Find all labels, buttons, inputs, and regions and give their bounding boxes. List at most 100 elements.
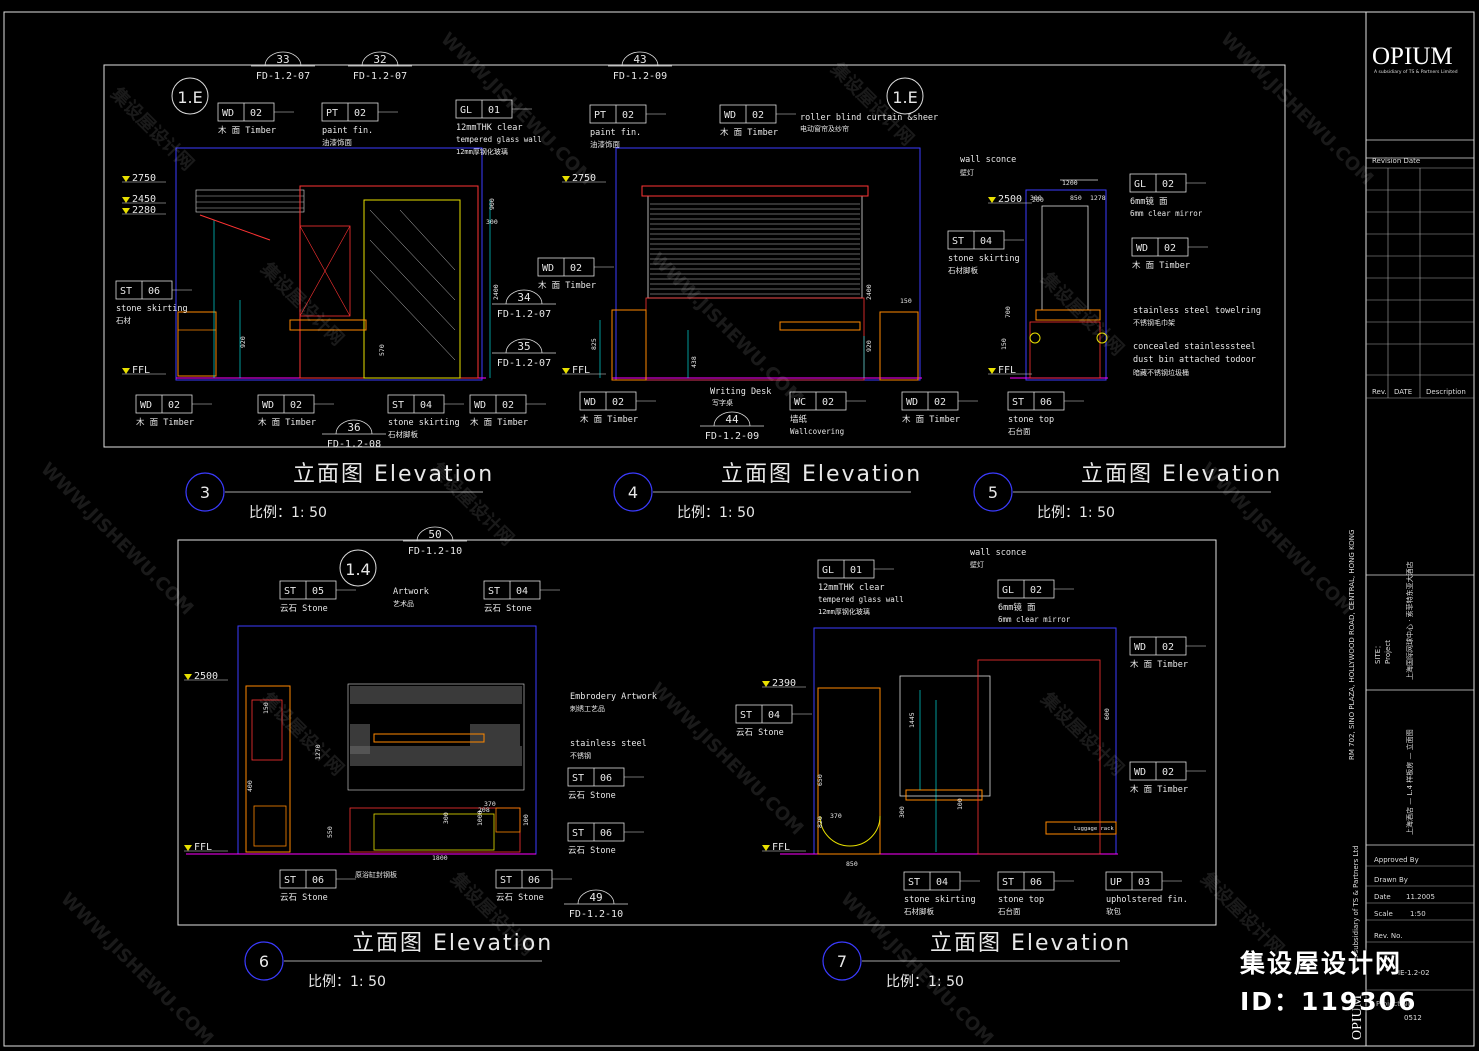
tag-label: 木 面 Timber xyxy=(580,414,638,425)
tag-label-2: 石材脚板 xyxy=(948,265,978,275)
tag-label: 云石 Stone xyxy=(736,728,784,738)
tag-code: WD xyxy=(584,397,596,408)
level-label: 2500 xyxy=(998,194,1022,205)
tag-label-2: 石台面 xyxy=(998,906,1021,916)
tag-label-2: 石材脚板 xyxy=(904,906,934,916)
note-stainless: stainless steel xyxy=(570,739,647,749)
tag-number: 02 xyxy=(502,400,514,411)
dimension-value: 208 xyxy=(478,806,490,814)
tag-code: ST xyxy=(572,828,584,839)
tag-label: upholstered fin. xyxy=(1106,895,1188,905)
tag-label: 云石 Stone xyxy=(280,893,328,903)
dimension-value: 438 xyxy=(690,356,698,368)
date-value: 11.2005 xyxy=(1406,893,1435,901)
dimension-value: 825 xyxy=(590,338,598,350)
tag-label-2: 石台面 xyxy=(1008,426,1031,436)
callout-reference: FD-1.2-10 xyxy=(408,546,462,557)
tag-code: ST xyxy=(572,773,584,784)
view-scale: 比例：1: 50 xyxy=(308,974,386,990)
callout-number: 35 xyxy=(517,340,530,353)
callout-reference: FD-1.2-07 xyxy=(497,309,551,320)
tag-code: WD xyxy=(724,110,736,121)
watermark-text: WWW.JISHEWU.COM xyxy=(36,459,197,620)
level-label: 2750 xyxy=(132,173,156,184)
dimension-value: 300 xyxy=(486,218,498,226)
callout-number: 32 xyxy=(373,53,386,66)
level-marker: 2500 xyxy=(988,194,1032,205)
watermark-text: WWW.JISHEWU.COM xyxy=(646,679,807,840)
note-writing-desk-cn: 写字桌 xyxy=(712,398,733,407)
note-embroidery: Embrodery Artwork xyxy=(570,692,657,702)
callout-reference: FD-1.2-09 xyxy=(613,71,667,82)
project-label: Project xyxy=(1384,640,1392,664)
callout-reference: FD-1.2-09 xyxy=(705,431,759,442)
view-number: 5 xyxy=(988,483,998,502)
project-name: 上海国际网球中心 · 索菲特东亚大酒店 xyxy=(1405,561,1414,680)
dimension-value: 1000 xyxy=(476,810,484,826)
sheet-border xyxy=(3,11,1475,1047)
note-writing-desk: Writing Desk xyxy=(710,387,771,397)
approved-by-label: Approved By xyxy=(1374,856,1419,864)
level-marker: 2750 xyxy=(122,173,166,184)
dimension-value: 700 xyxy=(1004,306,1012,318)
level-label: FFL xyxy=(772,842,790,853)
title-block: OPIUM A subsidiary of TS & Partners Limi… xyxy=(1348,43,1474,1040)
view-number: 3 xyxy=(200,483,210,502)
office-address: RM 702, SINO PLAZA, HOLLYWOOD ROAD, CENT… xyxy=(1348,530,1356,760)
tag-number: 06 xyxy=(148,286,160,297)
level-label: FFL xyxy=(998,365,1016,376)
view-title: 立面图 Elevation xyxy=(293,462,494,487)
tag-label: 云石 Stone xyxy=(484,604,532,614)
note-wall-sconce-2: wall sconce xyxy=(970,548,1026,558)
dimension-value: 300 xyxy=(442,812,450,824)
note-roller-blind: roller blind curtain &sheer xyxy=(800,113,938,123)
tag-code: ST xyxy=(500,875,512,886)
dimension-value: 2400 xyxy=(865,284,873,300)
callout-reference: FD-1.2-10 xyxy=(569,909,623,920)
tag-label-2: 6mm clear mirror xyxy=(1130,209,1203,218)
dimension-value: 900 xyxy=(488,198,496,210)
tag-number: 04 xyxy=(420,400,432,411)
tag-number: 04 xyxy=(516,586,528,597)
tag-code: PT xyxy=(326,108,338,119)
tag-label-2: 油漆饰面 xyxy=(590,139,620,149)
tag-code: WD xyxy=(542,263,554,274)
section-mark: 1.E xyxy=(892,88,917,107)
dimension-value: 200 xyxy=(1032,196,1044,204)
level-marker: FFL xyxy=(562,365,606,376)
note-dust-bin-cn: 暗藏不锈钢垃圾桶 xyxy=(1133,368,1189,377)
callout-number: 36 xyxy=(347,421,360,434)
tag-label-2: 石材脚板 xyxy=(388,429,418,439)
section-marks: 1.E 1.E 1.4 xyxy=(171,77,924,587)
watermark-text: WWW.JISHEWU.COM xyxy=(1216,29,1377,190)
dimension-value: 300 xyxy=(898,806,906,818)
tag-number: 02 xyxy=(1164,243,1176,254)
note-embroidery-cn: 刺绣工艺品 xyxy=(570,704,605,713)
dimension-value: 1800 xyxy=(432,854,448,862)
tag-number: 02 xyxy=(822,397,834,408)
watermark-text: 集设屋设计网 xyxy=(256,257,349,350)
level-label: 2390 xyxy=(772,678,796,689)
note-stainless-cn: 不锈钢 xyxy=(570,751,591,760)
dimension-value: 150 xyxy=(1000,338,1008,350)
tag-code: WD xyxy=(1136,243,1148,254)
